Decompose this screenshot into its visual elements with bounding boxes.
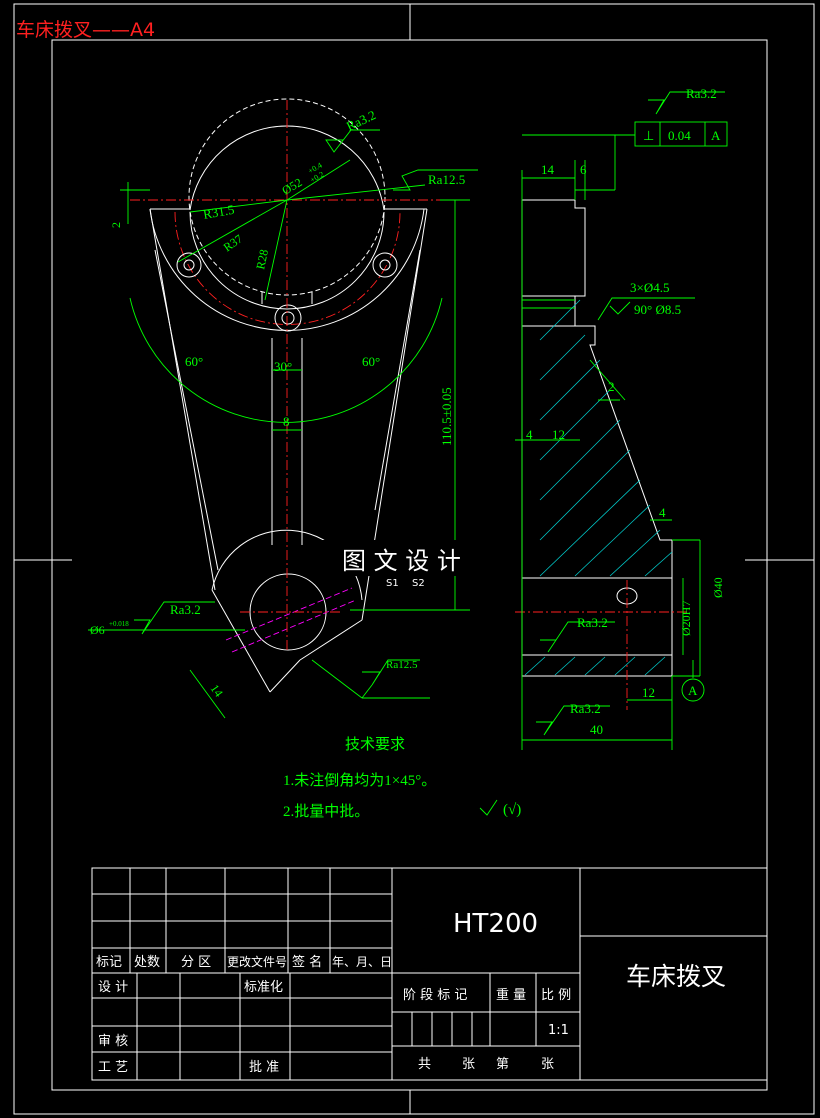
row-approve: 批 准 bbox=[249, 1060, 279, 1075]
side-counterbore: 90° Ø8.5 bbox=[634, 302, 681, 317]
tol-datum: A bbox=[711, 128, 721, 143]
arm-left-edge bbox=[149, 208, 216, 591]
side-dim-40: 40 bbox=[590, 722, 603, 737]
hidden-mark-2: S2 bbox=[412, 578, 425, 589]
side-ra-mid: Ra3.2 bbox=[577, 615, 608, 630]
hdr-sign: 签 名 bbox=[292, 954, 322, 970]
front-view: Ra3.2 Ra12.5 Ra3.2 Ra12.5 R31.5 R37 R28 … bbox=[88, 98, 478, 719]
dim-angle-30: 30° bbox=[274, 359, 292, 374]
dim-14: 14 bbox=[208, 682, 226, 700]
total-label: 共 bbox=[418, 1057, 431, 1072]
side-dim-12a: 12 bbox=[552, 427, 565, 442]
side-dim-12b: 12 bbox=[642, 685, 655, 700]
tech-item-2: 2.批量中批。 bbox=[283, 803, 369, 820]
side-dim-4a: 4 bbox=[526, 427, 533, 442]
dim-angle-60-left: 60° bbox=[185, 354, 203, 369]
hidden-mark-1: S1 bbox=[386, 578, 399, 589]
part-name: 车床拨叉 bbox=[626, 962, 726, 991]
side-holes: 3×Ø4.5 bbox=[630, 280, 669, 295]
pin-hole-centerline bbox=[225, 587, 353, 641]
scale-value: 1:1 bbox=[548, 1023, 569, 1038]
side-ra-top: Ra3.2 bbox=[686, 86, 717, 101]
angle-arc bbox=[129, 297, 443, 423]
hdr-count: 处数 bbox=[134, 955, 160, 970]
no-label: 第 bbox=[496, 1057, 509, 1072]
watermark: 图 文 设 计 bbox=[342, 547, 461, 575]
dim-r37: R37 bbox=[221, 232, 245, 255]
side-dim-dia40: Ø40 bbox=[711, 577, 725, 598]
dim-r28: R28 bbox=[253, 248, 271, 270]
row-process: 工 艺 bbox=[98, 1060, 128, 1075]
dim-r31-5: R31.5 bbox=[202, 202, 236, 222]
side-dim-dia20h7: Ø20H7 bbox=[679, 601, 693, 636]
hdr-zone: 分 区 bbox=[181, 955, 211, 970]
sheet-title: 车床拨叉——A4 bbox=[16, 19, 155, 41]
fork-inner-arc bbox=[189, 211, 385, 310]
side-hatching bbox=[524, 299, 673, 676]
dim-8: 8 bbox=[283, 414, 290, 429]
title-block: HT200 车床拨叉 标记 处数 分 区 更改文件号 签 名 年、月、日 设 计… bbox=[91, 867, 768, 1081]
dim-dia52: Ø52 bbox=[280, 175, 305, 197]
side-dim-4b: 4 bbox=[659, 505, 666, 520]
front-ra-left: Ra3.2 bbox=[170, 602, 201, 617]
weight-label: 重 量 bbox=[496, 987, 526, 1003]
tech-item-1: 1.未注倒角均为1×45°。 bbox=[283, 772, 436, 789]
sheet-label-2: 张 bbox=[541, 1057, 554, 1072]
sheet-label-1: 张 bbox=[462, 1057, 475, 1072]
dim-2: 2 bbox=[109, 222, 123, 228]
stage-label: 阶 段 标 记 bbox=[403, 988, 467, 1003]
row-check: 审 核 bbox=[98, 1034, 128, 1049]
front-ra-right: Ra12.5 bbox=[428, 172, 465, 187]
bolt-hole-bottom bbox=[274, 304, 302, 332]
dim-dia6: Ø6 bbox=[90, 623, 105, 637]
bolt-hole-right bbox=[372, 252, 398, 278]
side-ra-bottom: Ra3.2 bbox=[570, 701, 601, 716]
datum-circle bbox=[681, 678, 705, 702]
dim-angle-60-right: 60° bbox=[362, 354, 380, 369]
watermark-bg bbox=[322, 540, 502, 576]
row-design: 设 计 bbox=[98, 980, 128, 995]
hdr-date: 年、月、日 bbox=[332, 955, 392, 969]
row-standard: 标准化 bbox=[244, 980, 283, 995]
tech-title: 技术要求 bbox=[345, 736, 405, 753]
side-dim-6: 6 bbox=[580, 162, 587, 177]
tolerance-frame bbox=[634, 121, 728, 147]
bolt-hole-left bbox=[176, 252, 202, 278]
side-profile bbox=[521, 325, 673, 677]
dim-dia6-tol: +0.018 bbox=[109, 620, 129, 628]
datum-label: A bbox=[688, 683, 698, 698]
front-ra-bottom: Ra12.5 bbox=[386, 659, 418, 671]
fork-pitch-circle bbox=[174, 211, 401, 325]
outer-border bbox=[13, 3, 815, 1115]
side-view: Ra3.2 ⊥ 0.04 A 14 6 3×Ø4.5 90° Ø8.5 2 4 … bbox=[515, 86, 728, 750]
scale-label: 比 例 bbox=[541, 988, 571, 1003]
side-upper-block bbox=[521, 199, 586, 327]
hdr-mark: 标记 bbox=[96, 955, 122, 970]
technical-requirements: 技术要求 1.未注倒角均为1×45°。 2.批量中批。 (√) bbox=[283, 736, 521, 820]
tol-value: 0.04 bbox=[668, 128, 691, 143]
side-dim-14: 14 bbox=[541, 162, 555, 177]
dim-110-5: 110.5±0.05 bbox=[439, 387, 454, 446]
side-dim-2: 2 bbox=[608, 379, 615, 394]
material: HT200 bbox=[453, 909, 538, 939]
tol-symbol: ⊥ bbox=[643, 128, 654, 143]
tech-roughness: (√) bbox=[503, 802, 521, 818]
hdr-doc: 更改文件号 bbox=[227, 954, 287, 969]
